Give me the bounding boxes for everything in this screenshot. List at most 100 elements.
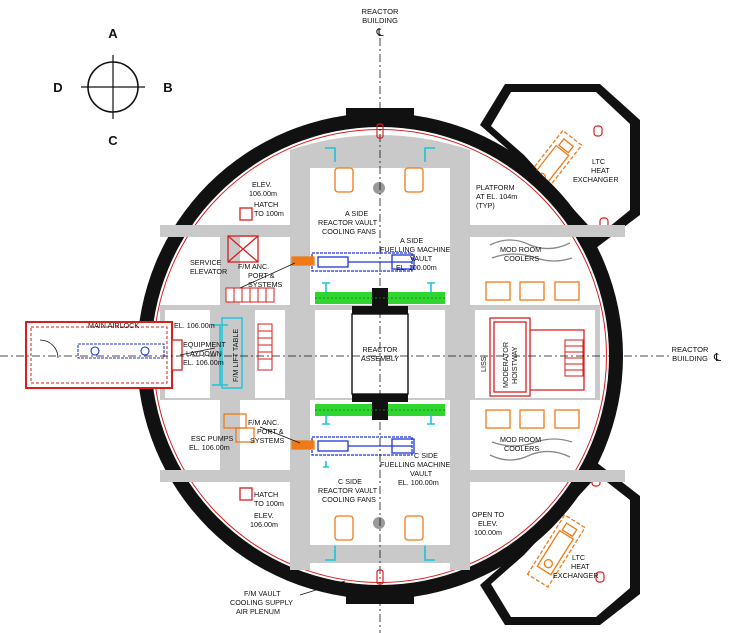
- svg-text:SYSTEMS: SYSTEMS: [250, 436, 285, 445]
- label-main-airlock: MAIN AIRLOCK: [88, 321, 139, 330]
- svg-text:A SIDE: A SIDE: [400, 236, 423, 245]
- svg-text:BUILDING: BUILDING: [362, 16, 398, 25]
- svg-text:LTC: LTC: [572, 553, 585, 562]
- svg-text:HATCH: HATCH: [254, 200, 278, 209]
- svg-text:C SIDE: C SIDE: [414, 451, 438, 460]
- label-platform: PLATFORM AT EL. 104m (TYP): [476, 183, 517, 210]
- svg-text:100.00m: 100.00m: [474, 528, 502, 537]
- svg-text:ELEV.: ELEV.: [254, 511, 274, 520]
- label-a-side-fm-vault: A SIDE FUELLING MACHINE VAULT EL. 100.00…: [380, 236, 450, 272]
- mod-room-coolers-bottom: [485, 409, 580, 461]
- svg-text:BUILDING: BUILDING: [672, 354, 708, 363]
- label-esc-pumps: ESC PUMPS EL. 106.00m: [189, 434, 234, 452]
- fm-ancillary-bottom-equipment: [223, 413, 255, 443]
- svg-text:OPEN TO: OPEN TO: [472, 510, 504, 519]
- svg-text:PORT &: PORT &: [248, 271, 275, 280]
- svg-text:HATCH: HATCH: [254, 490, 278, 499]
- svg-text:EL. 100.00m: EL. 100.00m: [398, 478, 439, 487]
- svg-text:FUELLING MACHINE: FUELLING MACHINE: [380, 245, 450, 254]
- svg-text:HEAT: HEAT: [591, 166, 610, 175]
- svg-text:FUELLING MACHINE: FUELLING MACHINE: [380, 460, 450, 469]
- svg-text:TO 100m: TO 100m: [254, 499, 284, 508]
- svg-text:REACTOR VAULT: REACTOR VAULT: [318, 218, 378, 227]
- fuelling-machine-c: [291, 436, 415, 456]
- moderator-hoistway: [489, 317, 585, 397]
- svg-text:F/M VAULT: F/M VAULT: [244, 589, 281, 598]
- svg-text:REACTOR: REACTOR: [362, 7, 400, 16]
- hatch-bottom: [239, 487, 253, 501]
- compass-rose: A B C D: [53, 26, 172, 148]
- label-fm-lift-table: F/M LIFT TABLE: [231, 329, 240, 382]
- svg-text:AT EL. 104m: AT EL. 104m: [476, 192, 517, 201]
- svg-text:PLATFORM: PLATFORM: [476, 183, 515, 192]
- svg-text:ELEV.: ELEV.: [478, 519, 498, 528]
- svg-text:TO 100m: TO 100m: [254, 209, 284, 218]
- svg-text:106.00m: 106.00m: [249, 189, 277, 198]
- svg-text:COOLERS: COOLERS: [504, 444, 539, 453]
- svg-text:EXCHANGER: EXCHANGER: [573, 175, 619, 184]
- svg-text:AIR PLENUM: AIR PLENUM: [236, 607, 280, 616]
- ltc-annex-bottom: [480, 462, 640, 625]
- svg-text:(TYP): (TYP): [476, 201, 495, 210]
- svg-text:HEAT: HEAT: [571, 562, 590, 571]
- svg-text:F/M ANC.: F/M ANC.: [238, 262, 269, 271]
- label-c-side-fm-vault: C SIDE FUELLING MACHINE VAULT EL. 100.00…: [380, 451, 450, 487]
- label-service-elevator: SERVICE ELEVATOR: [190, 258, 227, 276]
- svg-text:EL. 106.00m: EL. 106.00m: [189, 443, 230, 452]
- svg-text:MODERATOR: MODERATOR: [501, 342, 510, 388]
- label-ltc-top: LTC HEAT EXCHANGER: [573, 157, 619, 184]
- ltc-annex-top: [480, 84, 640, 248]
- svg-text:REACTOR: REACTOR: [672, 345, 710, 354]
- svg-text:EL. 100.00m: EL. 100.00m: [396, 263, 437, 272]
- label-mod-room-bottom: MOD ROOM COOLERS: [500, 435, 541, 453]
- label-hatch-top-left: HATCH TO 100m: [254, 200, 284, 218]
- svg-text:ESC PUMPS: ESC PUMPS: [191, 434, 234, 443]
- svg-text:VAULT: VAULT: [410, 254, 433, 263]
- svg-text:REACTOR VAULT: REACTOR VAULT: [318, 486, 378, 495]
- stair-left: [257, 323, 273, 371]
- centerline-label-top: REACTOR BUILDING ℄: [362, 7, 400, 39]
- label-hatch-bottom-left: HATCH TO 100m: [254, 490, 284, 508]
- svg-text:106.00m: 106.00m: [250, 520, 278, 529]
- svg-text:HOISTWAY: HOISTWAY: [510, 346, 519, 384]
- hatch-top: [239, 207, 253, 221]
- svg-text:COOLING SUPPLY: COOLING SUPPLY: [230, 598, 293, 607]
- svg-text:EQUIPMENT: EQUIPMENT: [183, 340, 226, 349]
- svg-text:EXCHANGER: EXCHANGER: [553, 571, 599, 580]
- svg-text:ELEVATOR: ELEVATOR: [190, 267, 227, 276]
- label-mod-room-top: MOD ROOM COOLERS: [500, 245, 541, 263]
- stair-top-left: [225, 287, 275, 303]
- main-airlock: [25, 321, 183, 389]
- svg-text:LTC: LTC: [592, 157, 605, 166]
- airlock-transfer-flask: [77, 343, 165, 359]
- svg-text:C SIDE: C SIDE: [338, 477, 362, 486]
- svg-text:EL. 106.00m: EL. 106.00m: [183, 358, 224, 367]
- service-elevator: [227, 235, 259, 263]
- svg-text:MOD ROOM: MOD ROOM: [500, 245, 541, 254]
- label-ltc-bottom: LTC HEAT EXCHANGER: [553, 553, 599, 580]
- svg-text:COOLERS: COOLERS: [504, 254, 539, 263]
- cyan-supports: [212, 147, 435, 561]
- svg-text:COOLING FANS: COOLING FANS: [322, 227, 376, 236]
- svg-text:F/M ANC.: F/M ANC.: [248, 418, 279, 427]
- svg-text:SERVICE: SERVICE: [190, 258, 222, 267]
- svg-text:MOD ROOM: MOD ROOM: [500, 435, 541, 444]
- label-elev-bottom-left: ELEV. 106.00m: [250, 511, 278, 529]
- vault-cooling-fans-top: [334, 167, 424, 194]
- label-moderator-hoistway: MODERATOR HOISTWAY: [501, 342, 519, 388]
- svg-text:VAULT: VAULT: [410, 469, 433, 478]
- label-open-to-elev: OPEN TO ELEV. 100.00m: [472, 510, 504, 537]
- svg-text:A SIDE: A SIDE: [345, 209, 368, 218]
- compass-south: C: [108, 133, 118, 148]
- compass-west: D: [53, 80, 62, 95]
- svg-text:℄: ℄: [713, 352, 721, 364]
- label-fm-vault-cooling: F/M VAULT COOLING SUPPLY AIR PLENUM: [230, 589, 293, 616]
- label-a-side-vault: A SIDE REACTOR VAULT COOLING FANS: [318, 209, 378, 236]
- compass-east: B: [163, 80, 172, 95]
- mod-room-coolers-top: [485, 239, 580, 301]
- svg-text:SYSTEMS: SYSTEMS: [248, 280, 283, 289]
- vault-cooling-fans-bottom: [334, 515, 424, 541]
- label-el-106: EL. 106.00m: [174, 321, 215, 330]
- label-equipment-laydown: EQUIPMENT LAYDOWN EL. 106.00m: [183, 340, 226, 367]
